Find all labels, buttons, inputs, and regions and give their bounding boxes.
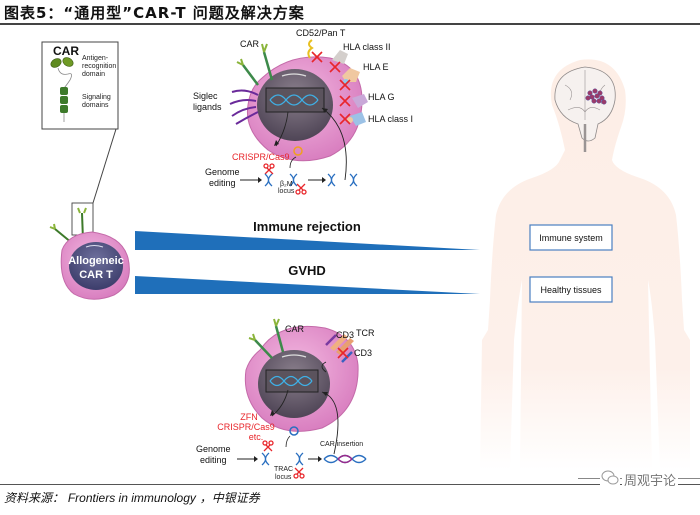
tumor-cluster-icon	[585, 88, 607, 105]
siglec-label-2: ligands	[193, 102, 222, 112]
bottom-genome-editing: ZFN CRISPR/Cas9 etc. Genome editing TRAC…	[196, 412, 367, 481]
cd3-label-bottom: CD3	[354, 348, 372, 358]
hla-g-label: HLA G	[368, 92, 395, 102]
inserted-dna-icon	[323, 454, 367, 464]
tcr-label: TCR	[356, 328, 375, 338]
antigen-domain-label-1: Antigen-	[82, 55, 109, 62]
cd52-label: CD52/Pan T	[296, 28, 346, 38]
gvhd-arrow	[135, 276, 480, 294]
etc-label: etc.	[249, 432, 264, 442]
bottom-genome-editing-label-2: editing	[200, 455, 227, 465]
b2m-label: β₂M	[280, 181, 293, 188]
trac-locus-label: locus	[275, 474, 292, 481]
scissors-icon	[293, 467, 305, 479]
watermark: 周观宇论	[578, 468, 700, 490]
siglec-label-1: Siglec	[193, 91, 218, 101]
top-genome-editing: CRISPR/Cas9 Genome editing β₂M locus	[205, 146, 358, 195]
dna-helix-icon	[269, 94, 319, 106]
antigen-domain-label-3: domain	[82, 71, 105, 78]
immune-rejection-label: Immune rejection	[253, 219, 361, 234]
dna-helix-icon	[269, 375, 313, 387]
top-genome-editing-label-1: Genome	[205, 167, 240, 177]
watermark-text: 周观宇论	[622, 470, 679, 489]
siglec-ligand-icon	[229, 89, 259, 125]
top-car-label: CAR	[240, 39, 260, 49]
hla-class-ii-label: HLA class II	[343, 42, 391, 52]
antigen-domain-label-2: recognition	[82, 63, 116, 70]
car-receptor-icon	[236, 43, 274, 86]
top-genome-editing-label-2: editing	[209, 178, 236, 188]
top-car-t-cell: CAR Siglec ligands CD52/Pan T HLA class …	[193, 28, 413, 181]
bottom-crispr-label: CRISPR/Cas9	[217, 422, 275, 432]
top-crispr-label: CRISPR/Cas9	[232, 152, 290, 162]
source-journal: Frontiers in immunology	[67, 491, 196, 505]
immune-rejection-arrow	[135, 231, 480, 250]
figure-title: 图表5：“通用型”CAR-T 问题及解决方案	[4, 4, 305, 22]
scissors-icon	[295, 183, 307, 195]
bottom-genome-editing-label-1: Genome	[196, 444, 231, 454]
allogeneic-label-2: CAR T	[79, 269, 113, 281]
signaling-domain-label-1: Signaling	[82, 94, 111, 101]
hla-e-label: HLA E	[363, 62, 389, 72]
source-divider	[0, 484, 700, 485]
excised-dna-icon	[289, 426, 299, 436]
immune-system-box: Immune system	[529, 224, 613, 251]
hla-class-ii-icon	[332, 50, 348, 64]
excised-dna-icon	[293, 146, 303, 156]
bottom-car-t-cell: CAR CD3 TCR CD3	[244, 318, 375, 455]
hla-class-i-label: HLA class I	[368, 114, 413, 124]
allogeneic-car-t-cell: Allogeneic CAR T	[49, 202, 130, 300]
car-legend-box: CAR Antigen- recognition domain Signalin…	[41, 41, 119, 130]
car-receptor-icon	[248, 318, 285, 359]
dna-fragment-icon	[261, 452, 304, 466]
car-legend-title: CAR	[53, 44, 79, 58]
healthy-tissues-label: Healthy tissues	[540, 285, 602, 295]
wechat-icon	[600, 469, 620, 487]
legend-connector-line	[92, 128, 117, 204]
car-t-diagram: Immune system Healthy tissues Immune rej…	[41, 28, 690, 481]
trac-label: TRAC	[274, 466, 293, 473]
scissors-icon	[262, 440, 274, 452]
cd3-label-top: CD3	[336, 330, 354, 340]
human-body-silhouette	[480, 59, 690, 470]
cd52-marker-icon	[307, 39, 314, 59]
brain-icon	[554, 66, 616, 152]
signaling-domain-label-2: domains	[82, 102, 109, 109]
source-note: 资料来源： Frontiers in immunology ，中银证券	[4, 489, 260, 506]
scissors-icon	[263, 163, 275, 175]
source-suffix: ，中银证券	[199, 491, 260, 505]
allogeneic-label-1: Allogeneic	[68, 255, 124, 267]
dna-fragment-icon	[264, 173, 358, 187]
tcr-complex-icon	[325, 334, 354, 363]
knockout-x-icons	[311, 51, 351, 125]
car-insertion-label: CAR insertion	[320, 441, 363, 448]
b2m-locus-label: locus	[278, 188, 295, 195]
gvhd-label: GVHD	[288, 263, 326, 278]
source-prefix: 资料来源：	[4, 491, 65, 505]
immune-system-label: Immune system	[539, 233, 603, 243]
bottom-car-label: CAR	[285, 324, 305, 334]
car-receptor-icon	[50, 57, 74, 122]
title-divider	[0, 23, 700, 25]
healthy-tissues-box: Healthy tissues	[529, 276, 613, 303]
hla-g-icon	[352, 94, 368, 108]
zfn-label: ZFN	[240, 412, 258, 422]
